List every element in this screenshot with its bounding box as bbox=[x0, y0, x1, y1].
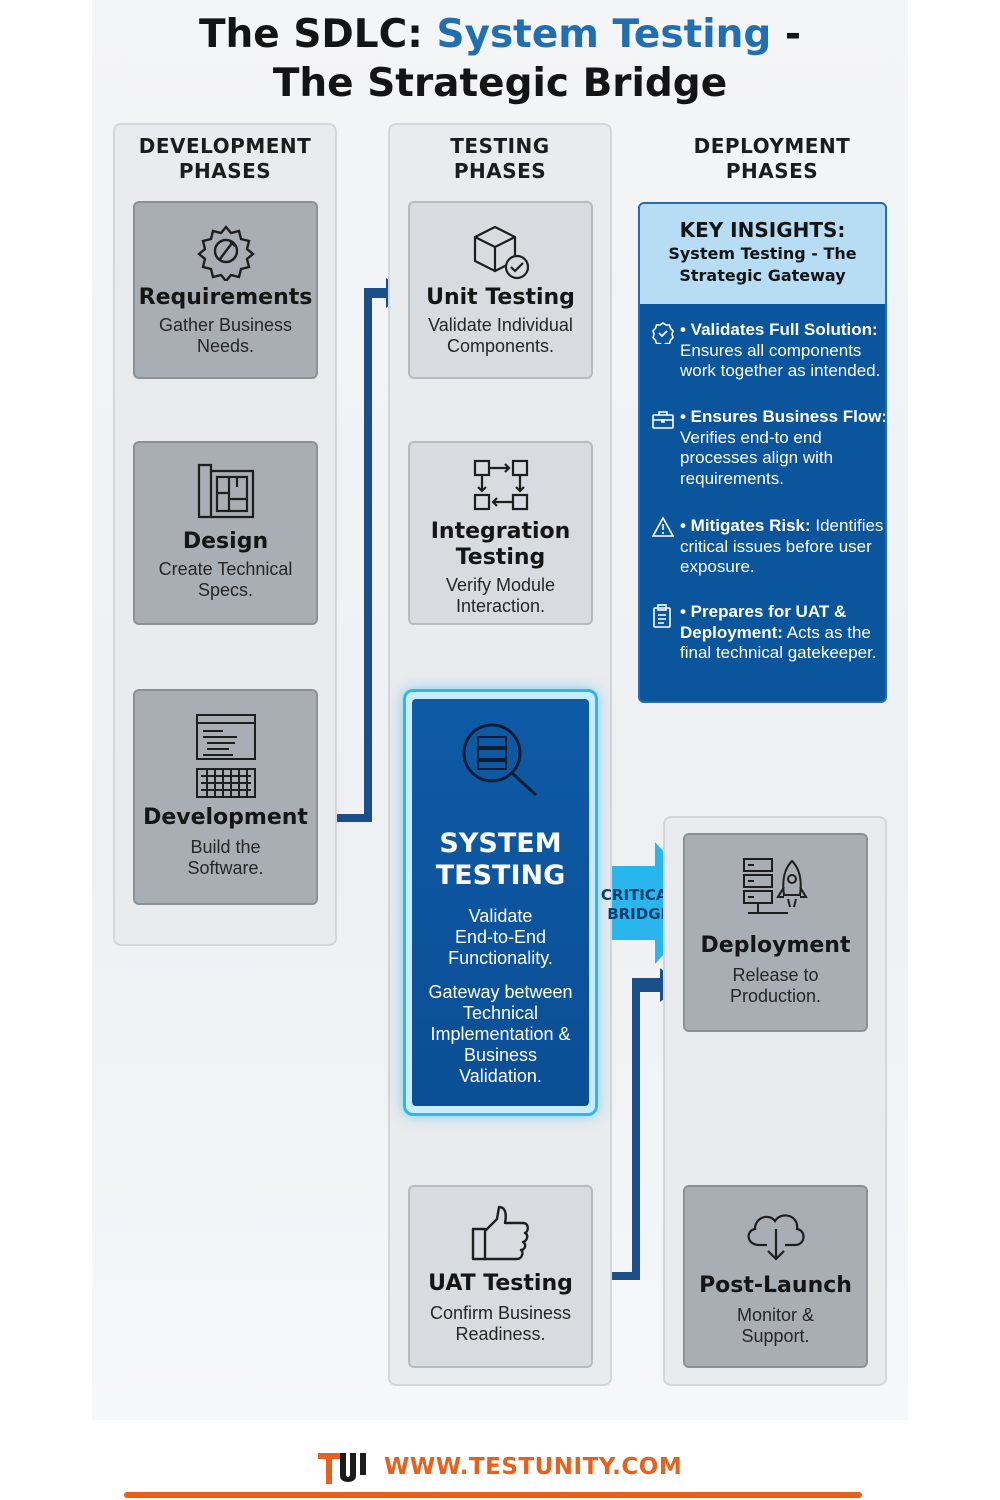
thumbs-up-icon bbox=[471, 1205, 529, 1261]
title-prefix: The SDLC: bbox=[198, 12, 437, 57]
card-desc: Software. bbox=[187, 858, 264, 878]
unit-testing-card[interactable]: Unit Testing Validate Individual Compone… bbox=[408, 201, 593, 379]
critical-bridge-label: CRITICAL BRIDGE bbox=[600, 886, 678, 923]
code-keyboard-icon bbox=[195, 714, 256, 798]
insight-text: • Mitigates Risk: Identifies critical is… bbox=[680, 516, 884, 576]
badge-check-icon bbox=[652, 322, 674, 344]
card-desc: Confirm Business bbox=[429, 1303, 572, 1323]
card-desc: Build the bbox=[190, 837, 261, 857]
system-testing-title: SYSTEM bbox=[439, 828, 562, 859]
card-title: Development bbox=[143, 805, 308, 830]
insight-text: • Ensures Business Flow: Verifies end-to… bbox=[680, 407, 887, 488]
integration-testing-card[interactable]: Integration Testing Verify Module Intera… bbox=[408, 441, 593, 625]
design-card[interactable]: Design Create Technical Specs. bbox=[133, 441, 318, 625]
insight-item: • Validates Full Solution: Ensures all c… bbox=[652, 320, 884, 406]
insight-text: • Prepares for UAT & Deployment: Acts as… bbox=[680, 602, 877, 662]
title-accent: System Testing bbox=[436, 12, 772, 57]
card-desc: Verify Module bbox=[445, 575, 556, 595]
gear-wrench-icon bbox=[196, 225, 255, 281]
system-testing-desc: Validate bbox=[468, 906, 533, 926]
deployment-card[interactable]: Deployment Release to Production. bbox=[683, 833, 868, 1032]
uat-to-deployment-arrow bbox=[594, 968, 682, 1280]
uat-testing-card[interactable]: UAT Testing Confirm Business Readiness. bbox=[408, 1185, 593, 1368]
card-desc: Support. bbox=[741, 1326, 810, 1346]
insight-text: • Validates Full Solution: Ensures all c… bbox=[680, 320, 881, 380]
system-testing-desc: Technical bbox=[462, 1003, 539, 1023]
title-line2: The Strategic Bridge bbox=[272, 61, 728, 106]
system-testing-desc: End-to-End bbox=[454, 927, 547, 947]
footer-divider bbox=[124, 1492, 862, 1498]
card-desc: Monitor & bbox=[736, 1305, 815, 1325]
key-insights-subtitle: Strategic Gateway bbox=[679, 266, 846, 285]
system-testing-card[interactable]: SYSTEM TESTING Validate End-to-End Funct… bbox=[412, 699, 589, 1106]
system-testing-desc: Business bbox=[463, 1045, 538, 1065]
card-title: Deployment bbox=[700, 933, 851, 958]
blueprint-icon bbox=[197, 463, 254, 519]
server-magnifier-icon bbox=[462, 723, 537, 797]
card-title: UAT Testing bbox=[428, 1271, 573, 1296]
system-testing-desc: Gateway between bbox=[428, 982, 573, 1002]
footer-url[interactable]: WWW.TESTUNITY.COM bbox=[384, 1454, 683, 1480]
deployment-header: DEPLOYMENT PHASES bbox=[693, 134, 851, 183]
card-desc: Production. bbox=[729, 986, 822, 1006]
card-title: Design bbox=[182, 529, 269, 554]
insight-item: • Ensures Business Flow: Verifies end-to… bbox=[652, 407, 887, 511]
cube-check-icon bbox=[473, 225, 529, 280]
testunity-logo-icon bbox=[318, 1453, 366, 1484]
card-desc: Release to bbox=[732, 965, 819, 985]
server-rocket-icon bbox=[742, 858, 808, 914]
development-card[interactable]: Development Build the Software. bbox=[133, 689, 318, 905]
card-desc: Components. bbox=[446, 336, 555, 356]
card-desc: Validate Individual bbox=[428, 315, 573, 335]
system-testing-title: TESTING bbox=[435, 860, 566, 891]
card-desc: Create Technical bbox=[158, 559, 293, 579]
card-title: Requirements bbox=[138, 285, 313, 310]
card-title: Post-Launch bbox=[699, 1273, 852, 1298]
system-testing-desc: Implementation & bbox=[430, 1024, 571, 1044]
system-testing-desc: Functionality. bbox=[448, 948, 553, 968]
key-insights-subtitle: System Testing - The bbox=[668, 244, 857, 263]
card-desc: Specs. bbox=[197, 580, 254, 600]
card-title: Integration bbox=[430, 519, 571, 544]
key-insights-header: KEY INSIGHTS: System Testing - The Strat… bbox=[640, 204, 885, 304]
post-launch-card[interactable]: Post-Launch Monitor & Support. bbox=[683, 1185, 868, 1368]
insight-item: • Prepares for UAT & Deployment: Acts as… bbox=[652, 602, 884, 694]
card-desc: Needs. bbox=[196, 336, 255, 356]
development-header: DEVELOPMENT PHASES bbox=[138, 134, 312, 183]
warning-icon bbox=[652, 517, 674, 537]
briefcase-icon bbox=[652, 411, 674, 429]
card-title: Testing bbox=[455, 545, 546, 570]
clipboard-icon bbox=[653, 604, 671, 628]
key-insights-title: KEY INSIGHTS: bbox=[679, 218, 846, 242]
card-title: Unit Testing bbox=[426, 285, 575, 310]
card-desc: Gather Business bbox=[158, 315, 293, 335]
card-desc: Readiness. bbox=[455, 1324, 546, 1344]
requirements-card[interactable]: Requirements Gather Business Needs. bbox=[133, 201, 318, 379]
module-flow-icon bbox=[473, 459, 528, 511]
key-insights-panel: KEY INSIGHTS: System Testing - The Strat… bbox=[638, 202, 887, 703]
testing-header: TESTING PHASES bbox=[450, 134, 550, 183]
card-desc: Interaction. bbox=[455, 596, 546, 616]
cloud-download-icon bbox=[747, 1214, 805, 1261]
title-suffix: - bbox=[771, 12, 802, 57]
insight-item: • Mitigates Risk: Identifies critical is… bbox=[652, 516, 884, 600]
system-testing-desc: Validation. bbox=[459, 1066, 542, 1086]
page-title: The SDLC: System Testing - The Strategic… bbox=[0, 10, 1000, 108]
